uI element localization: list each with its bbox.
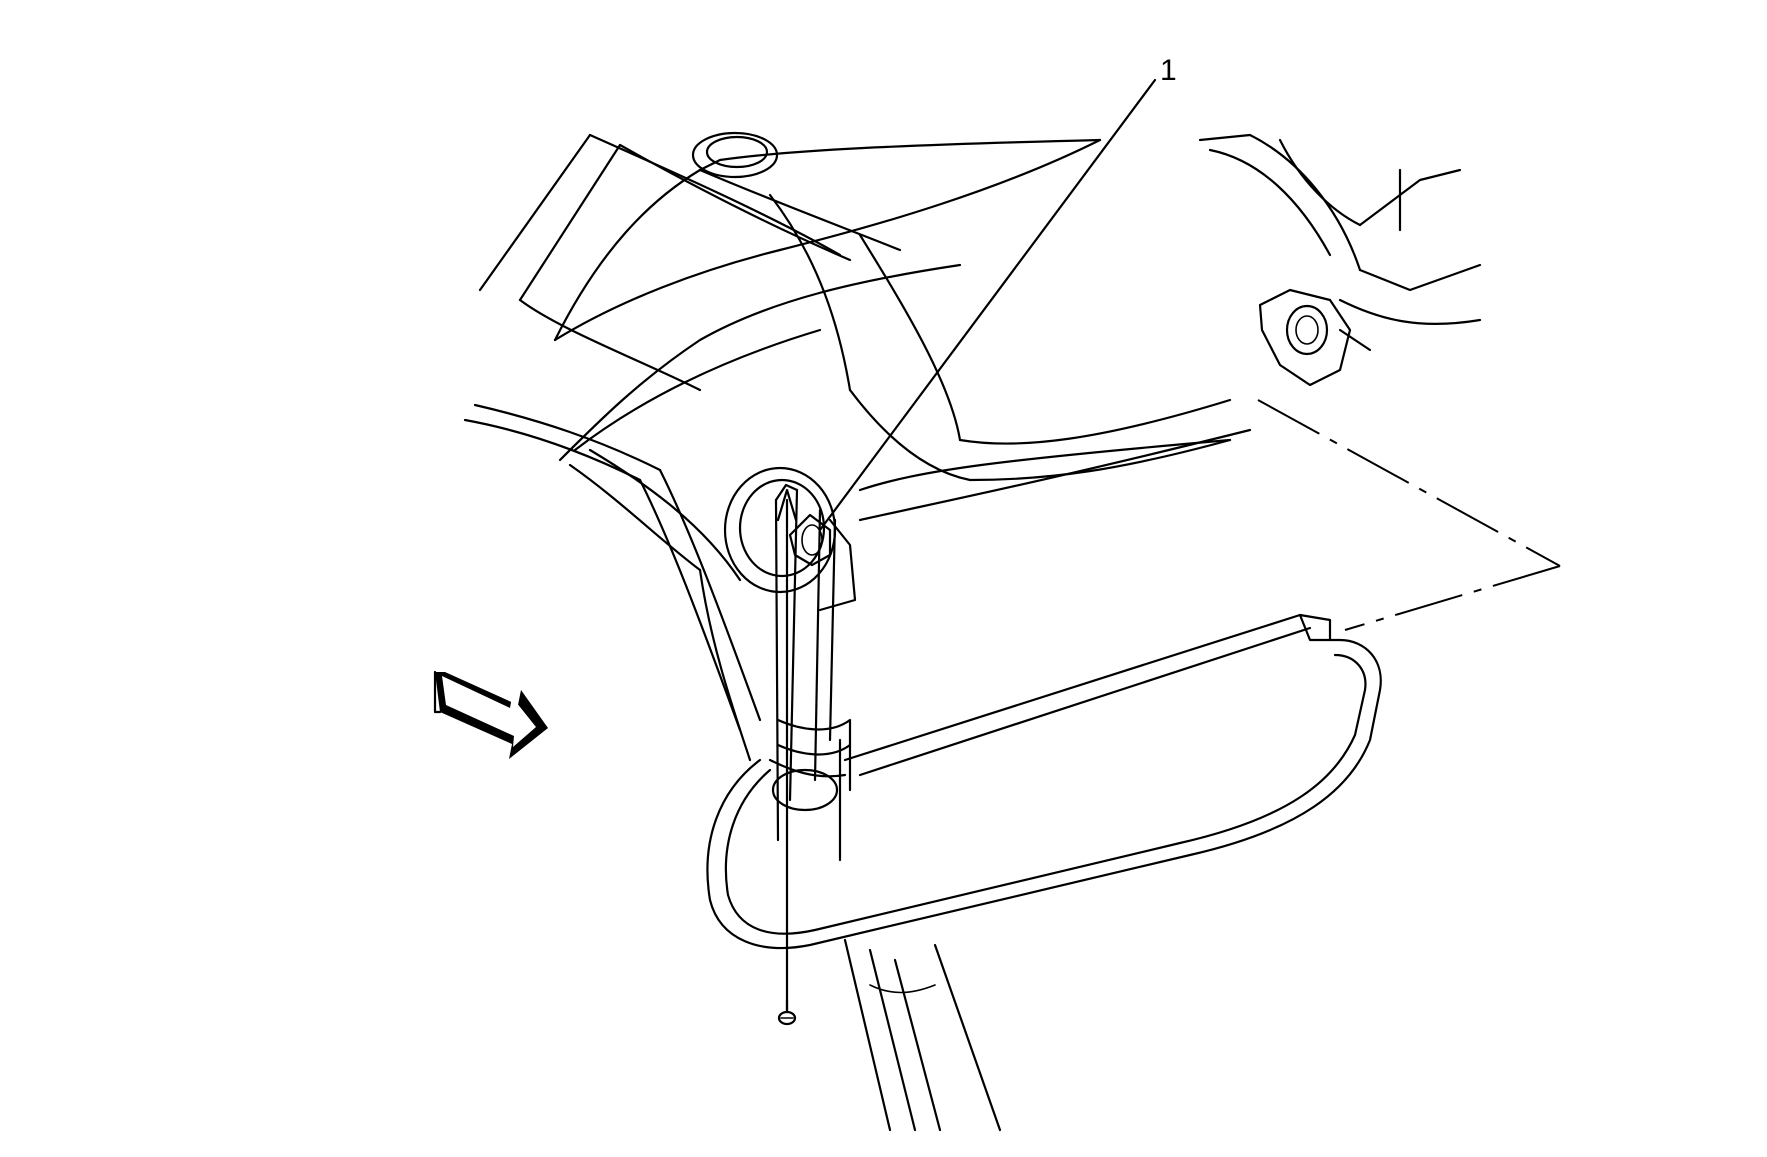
direction-arrow-icon	[433, 670, 548, 759]
roof-dome	[691, 131, 779, 179]
callout-1-label: 1	[1160, 54, 1177, 87]
install-direction-arrow	[776, 488, 798, 1012]
callout-1: 1	[818, 54, 1177, 532]
screw-icon	[777, 998, 797, 1026]
visor-retainer-clip	[1198, 133, 1482, 387]
visor-pivot-rod	[768, 488, 852, 862]
alignment-lines	[1257, 399, 1561, 631]
sun-visor	[706, 613, 1382, 950]
headliner-outline	[463, 133, 1252, 762]
a-pillar-trim	[843, 938, 1002, 1132]
visor-mount-bracket	[723, 466, 857, 612]
